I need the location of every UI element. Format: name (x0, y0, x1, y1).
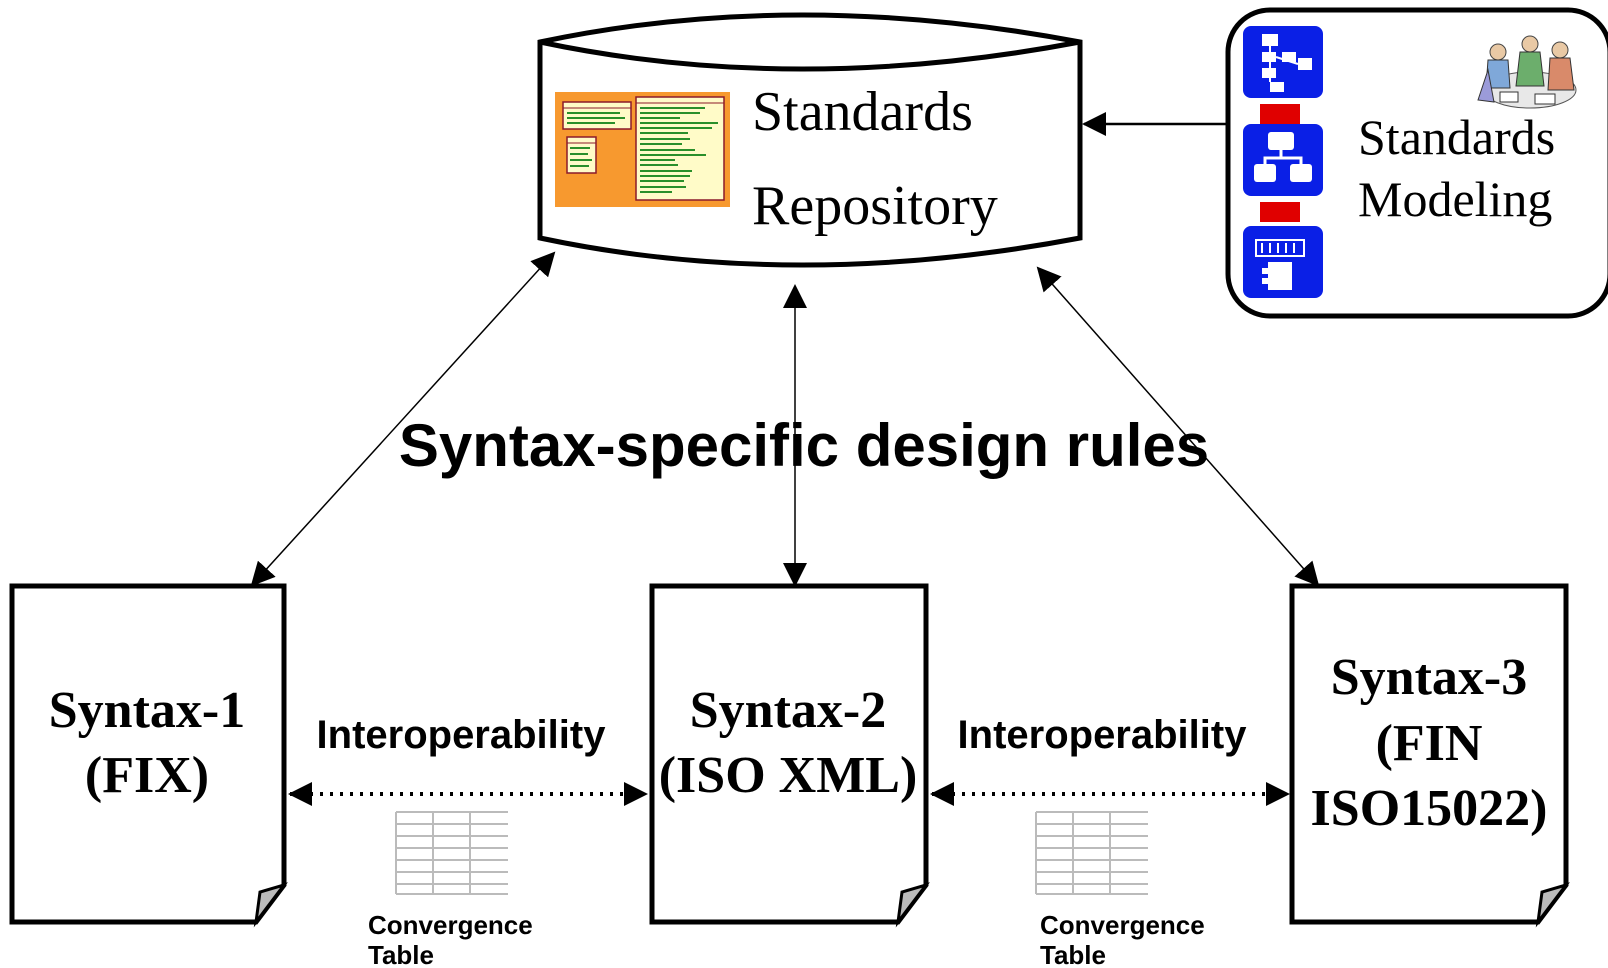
syntax-3-line1: Syntax-3 (1331, 649, 1527, 706)
component-icon (1243, 226, 1323, 298)
syntax-2-line1: Syntax-2 (690, 682, 886, 739)
repository-syntax1-arrow (250, 251, 556, 587)
interop-label: Interoperability (958, 713, 1248, 757)
syntax-3-line3: ISO15022) (1311, 780, 1548, 837)
syntax-3-line2: (FIN (1376, 715, 1483, 772)
repository-title-line2: Repository (752, 175, 998, 237)
syntax-2-line2: (ISO XML) (659, 747, 918, 804)
convergence-table-label-line2: Table (1040, 940, 1106, 968)
interoperability-link-1: Interoperability Convergence Table (288, 713, 648, 968)
convergence-table-label-line1: Convergence (368, 910, 533, 940)
syntax-1-line2: (FIX) (85, 747, 209, 804)
design-rules-label: Syntax-specific design rules (399, 412, 1209, 479)
connector-block (1260, 104, 1300, 124)
convergence-table-label-line1: Convergence (1040, 910, 1205, 940)
repository-title-line1: Standards (752, 81, 973, 143)
interop-label: Interoperability (317, 713, 607, 757)
standards-modeling: Standards Modeling (1225, 7, 1608, 319)
standards-repository: Standards Repository (537, 12, 1083, 268)
tree-diagram-icon (1243, 124, 1323, 196)
hierarchy-icon (1243, 26, 1323, 98)
syntax-1-line1: Syntax-1 (49, 682, 245, 739)
syntax-3-document: Syntax-3 (FIN ISO15022) (1289, 583, 1570, 928)
connector-block (1260, 202, 1300, 222)
modeling-title-line2: Modeling (1358, 171, 1552, 227)
modeling-title-line1: Standards (1358, 109, 1555, 165)
people-clipart-icon (1477, 35, 1577, 109)
syntax-1-document: Syntax-1 (FIX) (9, 583, 288, 928)
convergence-table-icon (395, 811, 508, 895)
convergence-table-icon (1035, 811, 1148, 895)
syntax-2-document: Syntax-2 (ISO XML) (649, 583, 930, 928)
convergence-table-label-line2: Table (368, 940, 434, 968)
uml-model-thumbnail (555, 92, 730, 207)
interoperability-link-2: Interoperability Convergence Table (930, 713, 1290, 968)
repository-syntax3-arrow (1036, 266, 1320, 587)
